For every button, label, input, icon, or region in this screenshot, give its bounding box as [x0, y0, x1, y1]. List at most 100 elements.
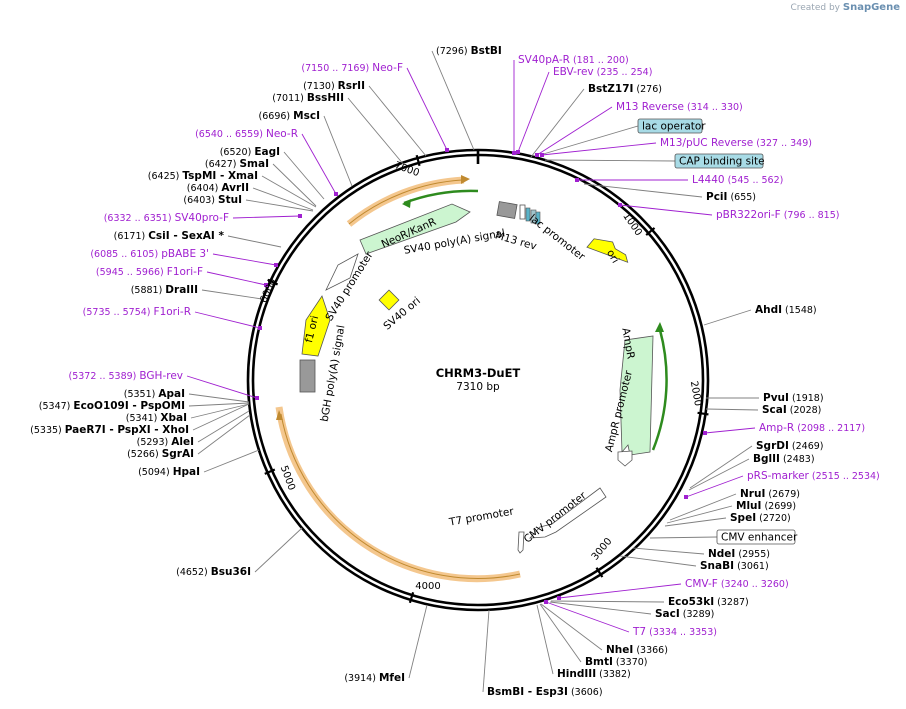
- leader-line: [186, 375, 258, 399]
- site-label-f1ori-f: (5945 .. 5966) F1ori-F: [96, 266, 203, 278]
- site-position: (3366): [633, 645, 668, 656]
- leader-line: [536, 106, 613, 156]
- leader-line: [632, 547, 705, 555]
- boxed-label-cmv-enhancer: CMV enhancer: [721, 532, 798, 544]
- site-name: BsmBI - Esp3I: [487, 686, 568, 698]
- site-position: (3334 .. 3353): [646, 627, 717, 638]
- site-label-cmv-f: CMV-F (3240 .. 3260): [685, 578, 789, 590]
- leader-line: [431, 50, 475, 151]
- site-name: SgrAI: [162, 448, 194, 460]
- primer-tick: [618, 203, 622, 207]
- leader-line: [254, 527, 303, 573]
- site-name: NdeI: [708, 548, 735, 560]
- site-name: NruI: [740, 488, 765, 500]
- site-position: (2515 .. 2534): [809, 471, 880, 482]
- site-position: (276): [633, 84, 662, 95]
- site-position: (7150 .. 7169): [301, 63, 372, 74]
- site-name: pBABE 3': [161, 248, 209, 260]
- site-name: XbaI: [160, 412, 187, 424]
- site-name: BssHII: [307, 92, 344, 104]
- leader-line: [482, 609, 490, 693]
- leader-line: [649, 536, 718, 539]
- site-position: (6171): [114, 231, 149, 242]
- site-label-hindiii: HindIII (3382): [557, 668, 631, 680]
- site-name: pRS-marker: [747, 470, 810, 482]
- site-label-ndei: NdeI (2955): [708, 548, 770, 560]
- site-label-bgh-rev: (5372 .. 5389) BGH-rev: [69, 370, 183, 382]
- sv40-polya-shape: [496, 201, 518, 219]
- primer-tick: [258, 326, 262, 330]
- orf-arcs: [275, 175, 668, 583]
- site-label-apai: (5351) ApaI: [124, 388, 185, 400]
- leader-line: [232, 215, 301, 219]
- site-label-csii-sexai: (6171) CsiI - SexAI *: [114, 230, 225, 242]
- leader-line: [252, 187, 314, 211]
- leader-line: [549, 601, 652, 615]
- site-label-rsrii: (7130) RsrII: [303, 80, 365, 92]
- site-name: AhdI: [755, 304, 782, 316]
- feature-label-t7-promoter: T7 promoter: [447, 505, 515, 528]
- site-label-sgrai: (5266) SgrAI: [127, 448, 194, 460]
- site-name: CMV-F: [685, 578, 718, 590]
- site-position: (3289): [680, 609, 715, 620]
- site-label-pcii: PciI (655): [706, 191, 756, 203]
- primer-tick: [274, 263, 278, 267]
- leader-line: [705, 408, 759, 411]
- site-label-amp-r: Amp-R (2098 .. 2117): [759, 422, 865, 434]
- site-label-stui: (6403) StuI: [183, 194, 242, 206]
- tick-mark: [415, 154, 421, 167]
- leader-line: [197, 410, 250, 443]
- site-name: EBV-rev: [553, 66, 594, 78]
- site-position: (6403): [183, 195, 218, 206]
- feature-label-ori: ori: [604, 248, 621, 266]
- sv40-promoter-shape: [325, 253, 359, 291]
- site-name: TspMI - XmaI: [182, 170, 258, 182]
- site-position: (6540 .. 6559): [195, 129, 266, 140]
- primer-tick: [334, 192, 338, 196]
- site-label-mlui: MluI (2699): [736, 500, 796, 512]
- leader-line: [188, 402, 250, 407]
- site-position: (5341): [126, 413, 161, 424]
- leader-line: [558, 583, 682, 599]
- site-position: (1548): [782, 305, 817, 316]
- site-label-draiii: (5881) DraIII: [131, 284, 198, 296]
- site-label-sv40pa-r: SV40pA-R (181 .. 200): [518, 54, 629, 66]
- site-label-f1ori-r: (5735 .. 5754) F1ori-R: [83, 306, 191, 318]
- site-label-ecoo109i-pspomi: (5347) EcoO109I - PspOMI: [39, 400, 185, 412]
- site-label-eco53ki: Eco53kI (3287): [668, 596, 749, 608]
- site-position: (6425): [148, 171, 183, 182]
- site-name: MscI: [293, 110, 320, 122]
- leader-line: [664, 517, 727, 527]
- site-name: Eco53kI: [668, 596, 714, 608]
- site-position: (5372 .. 5389): [69, 371, 140, 382]
- site-label-bsmbi-esp3i: BsmBI - Esp3I (3606): [487, 686, 603, 698]
- site-position: (327 .. 349): [753, 138, 812, 149]
- site-position: (2679): [765, 489, 800, 500]
- leader-line: [245, 199, 314, 212]
- primer-tick: [512, 151, 516, 155]
- primer-tick: [684, 495, 688, 499]
- leader-line: [619, 204, 713, 216]
- boxed-label-lac-operator: lac operator: [642, 121, 706, 133]
- site-position: (796 .. 815): [781, 210, 840, 221]
- site-name: pBR322ori-F: [716, 209, 781, 221]
- site-name: SgrDI: [756, 440, 789, 452]
- primer-tick: [255, 396, 259, 400]
- primer-tick: [298, 214, 302, 218]
- tick-mark: [264, 468, 276, 475]
- site-position: (5351): [124, 389, 159, 400]
- site-label-bstz17i: BstZ17I (276): [588, 83, 662, 95]
- site-name: PvuI: [763, 392, 789, 404]
- tick-label: 2000: [688, 380, 703, 407]
- site-name: SmaI: [240, 158, 270, 170]
- boxed-label-cap-binding-site: CAP binding site: [679, 156, 765, 168]
- site-position: (7011): [272, 93, 307, 104]
- site-position: (655): [727, 192, 756, 203]
- snapgene-brand: SnapGene: [842, 2, 900, 13]
- leader-line: [197, 414, 251, 455]
- site-label-sgrdi: SgrDI (2469): [756, 440, 824, 452]
- leader-line: [541, 142, 657, 156]
- site-name: L4440: [692, 174, 725, 186]
